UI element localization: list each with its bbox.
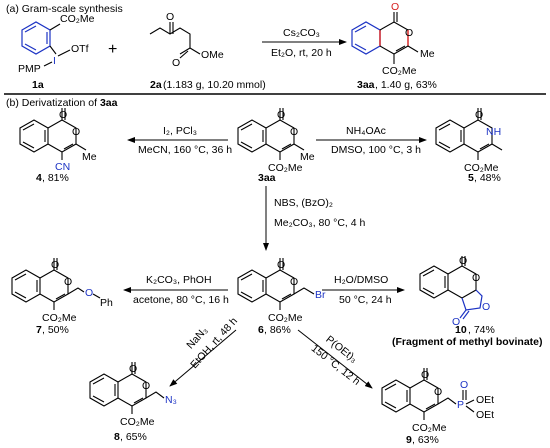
svg-text:I: I xyxy=(53,55,56,67)
svg-text:(1.183 g, 10.20 mmol): (1.183 g, 10.20 mmol) xyxy=(163,79,266,91)
svg-text:CO₂Me: CO₂Me xyxy=(412,422,447,434)
svg-text:O: O xyxy=(405,27,413,39)
svg-text:O: O xyxy=(277,259,285,271)
compound-3aa-product xyxy=(351,12,419,64)
svg-text:O: O xyxy=(142,380,150,392)
label-7: 7 xyxy=(36,324,42,336)
svg-text:O: O xyxy=(460,379,468,391)
svg-text:, 63%: , 63% xyxy=(412,434,439,446)
label-4: 4 xyxy=(36,172,42,184)
svg-text:O: O xyxy=(472,272,480,284)
label-8: 8 xyxy=(114,431,120,443)
svg-text:Me: Me xyxy=(82,151,97,163)
label-6: 6 xyxy=(258,324,264,336)
label-3aa-b: 3aa xyxy=(258,172,276,184)
compound-5 xyxy=(435,107,493,153)
svg-text:O: O xyxy=(277,109,285,121)
svg-text:H₂O/DMSO: H₂O/DMSO xyxy=(334,274,388,286)
svg-text:Me: Me xyxy=(300,151,315,163)
svg-text:O: O xyxy=(166,11,174,23)
svg-text:O: O xyxy=(172,57,180,69)
compound-4 xyxy=(19,107,77,153)
svg-text:O: O xyxy=(459,255,467,267)
compound-1a: CO₂Me I OTf PMP 1a xyxy=(18,13,95,91)
arrow-to-8 xyxy=(169,329,237,387)
svg-text:OMe: OMe xyxy=(201,49,224,61)
compound-6 xyxy=(237,257,295,303)
svg-text:O: O xyxy=(290,276,298,288)
compound-2a: O OMe O 2a (1.183 g, 10.20 mmol) xyxy=(149,11,266,91)
label-10: 10 xyxy=(455,324,467,336)
label-1a: 1a xyxy=(32,79,44,91)
svg-text:CO₂Me: CO₂Me xyxy=(268,162,303,174)
svg-text:O: O xyxy=(64,276,72,288)
label-9: 9 xyxy=(406,434,412,446)
svg-text:P: P xyxy=(457,399,464,411)
svg-text:MeCN, 160 °C, 36 h: MeCN, 160 °C, 36 h xyxy=(138,144,232,156)
svg-text:O: O xyxy=(72,126,80,138)
svg-text:NBS, (BzO)₂: NBS, (BzO)₂ xyxy=(274,197,333,209)
svg-text:OTf: OTf xyxy=(71,43,89,55)
svg-text:PMP: PMP xyxy=(18,63,41,75)
svg-text:O: O xyxy=(475,109,483,121)
svg-text:OEt: OEt xyxy=(476,394,494,406)
svg-text:OEt: OEt xyxy=(476,409,494,421)
svg-text:CO₂Me: CO₂Me xyxy=(464,162,499,174)
svg-text:O: O xyxy=(51,259,59,271)
compound-8 xyxy=(89,361,147,407)
plus-sign: + xyxy=(108,41,117,58)
svg-text:, 1.40 g, 63%: , 1.40 g, 63% xyxy=(375,79,437,91)
svg-text:CN: CN xyxy=(55,161,70,173)
compound-7 xyxy=(11,257,69,303)
compound-10 xyxy=(419,256,483,320)
svg-text:, 81%: , 81% xyxy=(42,172,69,184)
svg-text:acetone, 80 °C, 16 h: acetone, 80 °C, 16 h xyxy=(133,294,229,306)
svg-text:N₃: N₃ xyxy=(165,394,177,406)
svg-text:NH₄OAc: NH₄OAc xyxy=(346,125,386,137)
svg-text:O: O xyxy=(85,287,93,299)
svg-text:O: O xyxy=(452,316,460,328)
svg-text:, 50%: , 50% xyxy=(42,324,69,336)
svg-text:I₂, PCl₃: I₂, PCl₃ xyxy=(163,125,197,137)
section-b-title: (b) Derivatization of 3aa xyxy=(6,97,118,109)
svg-text:O: O xyxy=(290,126,298,138)
svg-text:O: O xyxy=(129,363,137,375)
svg-text:Cs₂CO₃: Cs₂CO₃ xyxy=(283,27,320,39)
compound-9 xyxy=(381,367,439,413)
svg-text:50 °C, 24 h: 50 °C, 24 h xyxy=(339,294,392,306)
svg-text:DMSO, 100 °C, 3 h: DMSO, 100 °C, 3 h xyxy=(331,144,421,156)
svg-text:NH: NH xyxy=(486,126,501,138)
svg-text:Me₂CO₃, 80 °C, 4 h: Me₂CO₃, 80 °C, 4 h xyxy=(274,217,365,229)
arrow-to-9 xyxy=(297,329,373,389)
svg-text:O: O xyxy=(482,301,490,313)
svg-text:CO₂Me: CO₂Me xyxy=(120,416,155,428)
label-3aa-a: 3aa xyxy=(357,79,375,91)
label-2a: 2a xyxy=(150,79,162,91)
svg-text:Br: Br xyxy=(315,289,326,301)
svg-text:O: O xyxy=(421,369,429,381)
svg-text:CO₂Me: CO₂Me xyxy=(382,65,417,77)
svg-text:CO₂Me: CO₂Me xyxy=(60,13,95,25)
svg-text:Et₂O, rt, 20 h: Et₂O, rt, 20 h xyxy=(271,47,332,59)
svg-text:O: O xyxy=(434,386,442,398)
svg-text:, 74%: , 74% xyxy=(468,324,495,336)
svg-text:O: O xyxy=(391,1,399,13)
svg-text:Me: Me xyxy=(420,48,435,60)
svg-text:, 48%: , 48% xyxy=(474,172,501,184)
compound-3aa-center xyxy=(237,107,295,153)
fragment-note: (Fragment of methyl bovinate) xyxy=(392,336,543,348)
svg-text:K₂CO₃, PhOH: K₂CO₃, PhOH xyxy=(146,274,212,286)
svg-text:, 65%: , 65% xyxy=(120,431,147,443)
svg-text:CO₂Me: CO₂Me xyxy=(42,312,77,324)
svg-text:, 86%: , 86% xyxy=(264,324,291,336)
svg-text:Ph: Ph xyxy=(100,297,113,309)
svg-text:O: O xyxy=(59,109,67,121)
svg-text:CO₂Me: CO₂Me xyxy=(268,312,303,324)
section-a-title: (a) Gram-scale synthesis xyxy=(6,3,123,15)
label-5: 5 xyxy=(468,172,474,184)
